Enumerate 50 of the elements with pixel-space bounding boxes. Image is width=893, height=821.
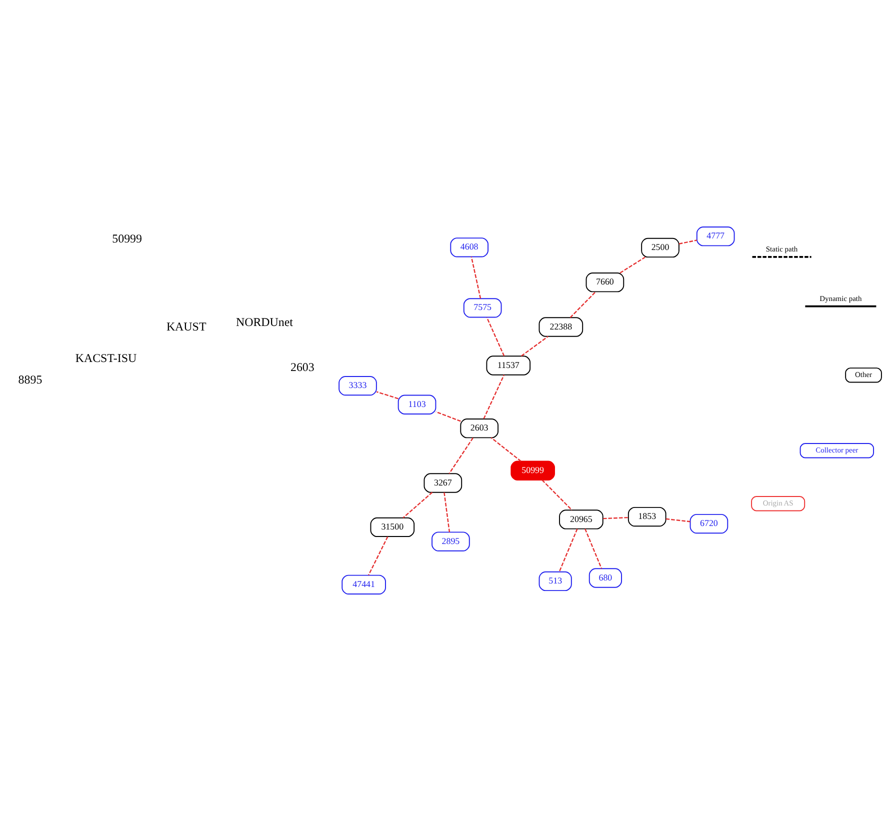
connector — [483, 374, 505, 420]
connector — [376, 391, 398, 400]
node-box: 22388 — [538, 317, 584, 337]
connector — [521, 336, 548, 356]
connector — [603, 516, 628, 520]
connector — [436, 411, 461, 422]
node-box: 2895 — [432, 532, 470, 552]
node-box: 47441 — [342, 574, 386, 594]
node-box: 31500 — [370, 517, 415, 538]
node-box: 6720 — [690, 514, 728, 534]
legend-label: Static path — [766, 244, 798, 254]
node-box: 1853 — [628, 506, 666, 527]
legend-label: Collector peer — [816, 445, 858, 454]
label: NORDUnet — [236, 314, 293, 329]
connector — [666, 518, 690, 522]
node-box: 4777 — [696, 226, 735, 246]
label: KAUST — [166, 320, 206, 334]
connector — [448, 438, 474, 474]
node-box: 2603 — [460, 418, 498, 438]
node-box: 1103 — [398, 394, 436, 414]
node-box: 3333 — [338, 376, 377, 396]
label: KACST-ISU — [75, 350, 137, 365]
connector — [678, 240, 697, 244]
legend-label: Other — [855, 370, 872, 380]
connector — [558, 528, 578, 572]
node-box: 680 — [588, 568, 622, 588]
connector — [402, 492, 433, 518]
connector — [368, 536, 388, 576]
connector — [584, 528, 602, 569]
node-box: 7660 — [586, 272, 624, 292]
legend-label: Origin AS — [762, 498, 794, 508]
connector — [490, 437, 522, 462]
label: 8895 — [18, 372, 42, 387]
connector — [444, 492, 450, 532]
connector — [620, 256, 646, 274]
connector — [570, 291, 596, 318]
label: 2603 — [290, 360, 314, 374]
node-box: 7575 — [463, 298, 502, 318]
legend-label: Dynamic path — [820, 294, 862, 304]
node-box: 513 — [538, 571, 572, 592]
node-box: 20965 — [559, 510, 604, 530]
connector — [486, 317, 505, 356]
node-box: 50999 — [510, 460, 555, 480]
node-box: 3267 — [424, 473, 462, 493]
connector — [542, 480, 572, 511]
node-box: 11537 — [486, 356, 531, 376]
node-box: 4608 — [450, 238, 488, 258]
node-box: 2500 — [641, 238, 680, 258]
label: 50999 — [112, 231, 142, 246]
connector — [470, 256, 482, 299]
